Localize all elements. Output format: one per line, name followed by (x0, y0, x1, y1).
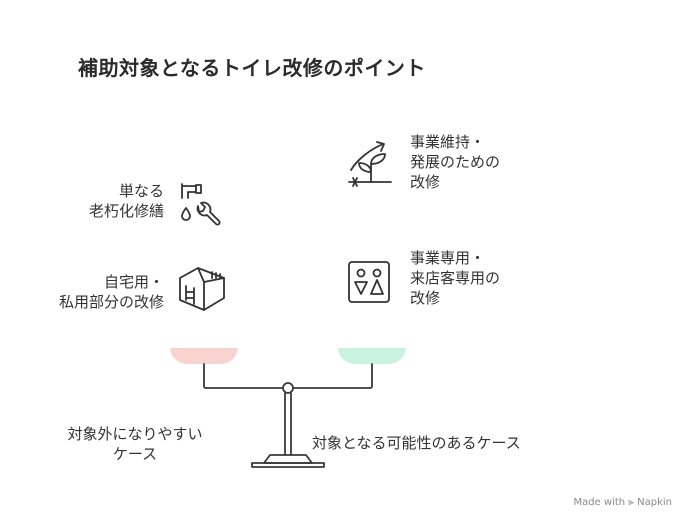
restroom-sign-icon (348, 261, 390, 303)
left-item-1-line-1: 単なる (118, 182, 164, 200)
right-item-2-line-3: 改修 (410, 289, 441, 307)
faucet-wrench-icon (181, 183, 221, 226)
balance-foot (251, 462, 325, 468)
scale-right-label: 対象となる可能性のあるケース (312, 434, 521, 452)
home-building-icon (179, 267, 225, 311)
right-item-1-line-2: 発展のための (410, 153, 501, 171)
right-pan (338, 348, 406, 364)
left-item-2-line-1: 自宅用・ (103, 273, 164, 291)
left-pan (170, 348, 238, 364)
right-item-1-label: 事業維持・ 発展のための 改修 (410, 132, 500, 192)
left-item-2-label: 自宅用・ 私用部分の改修 (59, 272, 164, 312)
scale-left-label-line-2: ケース (112, 445, 158, 463)
napkin-watermark: Made with ⫸ Napkin (573, 497, 672, 508)
right-item-2-line-2: 来店客専用の (410, 269, 501, 287)
right-item-1-line-1: 事業維持・ (410, 133, 486, 151)
right-item-1-line-3: 改修 (410, 173, 441, 191)
napkin-logo-icon: ⫸ (628, 497, 634, 508)
balance-pivot (282, 382, 294, 394)
balance-base (263, 454, 313, 464)
page-title: 補助対象となるトイレ改修のポイント (78, 56, 426, 80)
balance-pole (284, 392, 292, 456)
left-item-2-line-2: 私用部分の改修 (58, 293, 164, 311)
left-item-1-label: 単なる 老朽化修繕 (89, 181, 164, 221)
scale-left-label: 対象外になりやすい ケース (30, 424, 240, 464)
right-item-2-line-1: 事業専用・ (410, 249, 486, 267)
brand-name: Napkin (637, 497, 672, 508)
scale-left-label-line-1: 対象外になりやすい (67, 425, 203, 443)
made-with-text: Made with (573, 497, 626, 508)
right-item-2-label: 事業専用・ 来店客専用の 改修 (410, 248, 500, 308)
left-item-1-line-2: 老朽化修繕 (88, 202, 164, 220)
plant-growth-icon (348, 141, 392, 187)
